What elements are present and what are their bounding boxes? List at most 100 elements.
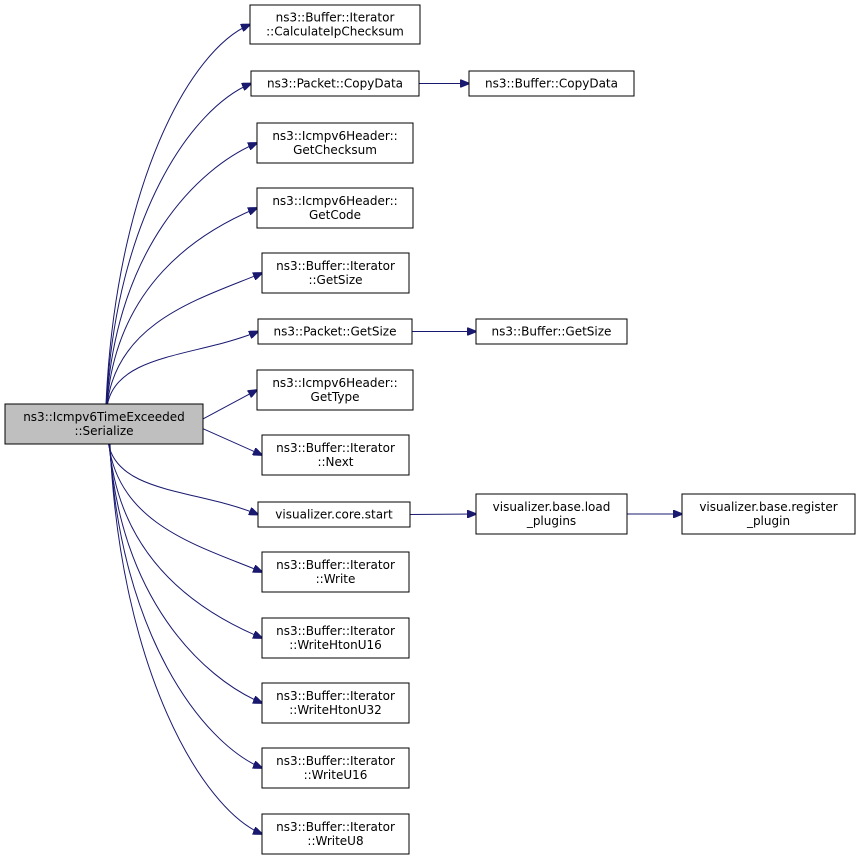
node-box [257, 318, 413, 345]
node-box [261, 252, 410, 294]
node-box [475, 493, 628, 535]
edge-root-to-packet_getsize [107, 332, 258, 405]
node-iter-write-hton-u16[interactable]: ns3::Buffer::Iterator::WriteHtonU16 [261, 617, 410, 659]
edge-viz_core_start-to-viz_load_plugins [409, 514, 476, 515]
edge-line [107, 332, 258, 405]
node-buffer-getsize[interactable]: ns3::Buffer::GetSize [475, 318, 628, 345]
edge-line [109, 443, 262, 768]
edge-root-to-iter_next [202, 428, 262, 455]
edge-line [105, 25, 250, 405]
node-box [250, 70, 420, 97]
edge-line [108, 443, 262, 638]
edge-root-to-iter_write_u8 [109, 443, 262, 834]
edge-line [108, 443, 262, 703]
node-label-line: ns3::Buffer::Iterator [276, 441, 395, 455]
edge-line [202, 390, 257, 420]
edge-line [202, 428, 262, 455]
edge-root-to-iter_write_hton_u16 [108, 443, 262, 638]
edge-root-to-get_checksum [106, 143, 257, 405]
node-label-line: ns3::Buffer::Iterator [276, 11, 395, 25]
edge-root-to-get_code [106, 208, 257, 405]
node-label-line: _plugin [746, 514, 790, 528]
node-iter-getsize[interactable]: ns3::Buffer::Iterator::GetSize [261, 252, 410, 294]
node-label-line: GetChecksum [293, 143, 377, 157]
node-iter-write[interactable]: ns3::Buffer::Iterator::Write [261, 551, 410, 593]
node-calc-ip-checksum[interactable]: ns3::Buffer::Iterator::CalculateIpChecks… [249, 4, 421, 45]
edge-line [409, 514, 476, 515]
edge-line [106, 143, 257, 405]
node-iter-write-u8[interactable]: ns3::Buffer::Iterator::WriteU8 [261, 813, 410, 855]
node-box [257, 501, 411, 528]
node-label-line: ::WriteHtonU16 [289, 638, 382, 652]
edge-root-to-iter_write_hton_u32 [108, 443, 262, 703]
node-get-checksum[interactable]: ns3::Icmpv6Header::GetChecksum [256, 122, 414, 164]
node-label-line: _plugins [526, 514, 576, 528]
edge-line [109, 443, 262, 834]
edge-root-to-packet_copydata [105, 84, 251, 405]
node-label-line: ns3::Buffer::GetSize [492, 325, 612, 339]
node-label-line: ns3::Icmpv6TimeExceeded [23, 410, 185, 424]
node-get-type[interactable]: ns3::Icmpv6Header::GetType [256, 369, 414, 411]
node-box [261, 551, 410, 593]
edge-line [106, 273, 262, 405]
node-box [249, 4, 421, 45]
node-label-line: ::WriteU8 [307, 834, 363, 848]
node-box [256, 122, 414, 164]
node-viz-core-start[interactable]: visualizer.core.start [257, 501, 411, 528]
edge-root-to-iter_write [108, 443, 262, 572]
node-label-line: ns3::Buffer::Iterator [276, 558, 395, 572]
node-box [261, 747, 410, 789]
node-label-line: GetType [311, 390, 360, 404]
edge-root-to-iter_getsize [106, 273, 262, 405]
node-label-line: ::WriteU16 [304, 768, 368, 782]
node-label-line: GetCode [309, 208, 361, 222]
node-label-line: ns3::Packet::GetSize [274, 325, 397, 339]
edge-line [106, 208, 257, 405]
edge-root-to-get_type [202, 390, 257, 420]
node-label-line: ns3::Packet::CopyData [267, 77, 403, 91]
node-label-line: ns3::Buffer::Iterator [276, 624, 395, 638]
node-label-line: ::Write [316, 572, 356, 586]
node-box [681, 493, 856, 535]
node-box [468, 70, 635, 97]
edge-root-to-iter_write_u16 [109, 443, 262, 768]
node-viz-register-plugin[interactable]: visualizer.base.register_plugin [681, 493, 856, 535]
node-label-line: ::GetSize [308, 273, 362, 287]
node-box [261, 682, 410, 724]
node-label-line: ::Next [317, 455, 353, 469]
node-root: ns3::Icmpv6TimeExceeded::Serialize [4, 403, 204, 445]
node-box [4, 403, 204, 445]
node-get-code[interactable]: ns3::Icmpv6Header::GetCode [256, 187, 414, 229]
node-label-line: visualizer.base.load [493, 500, 611, 514]
node-label-line: ns3::Icmpv6Header:: [272, 376, 397, 390]
node-label-line: ns3::Buffer::Iterator [276, 259, 395, 273]
edge-line [107, 443, 258, 515]
edge-line [108, 443, 262, 572]
node-packet-getsize[interactable]: ns3::Packet::GetSize [257, 318, 413, 345]
node-box [261, 617, 410, 659]
node-viz-load-plugins[interactable]: visualizer.base.load_plugins [475, 493, 628, 535]
node-box [256, 369, 414, 411]
node-label-line: ::WriteHtonU32 [289, 703, 382, 717]
node-iter-write-u16[interactable]: ns3::Buffer::Iterator::WriteU16 [261, 747, 410, 789]
node-iter-next[interactable]: ns3::Buffer::Iterator::Next [261, 434, 410, 476]
node-box [261, 813, 410, 855]
node-label-line: ns3::Buffer::CopyData [485, 77, 618, 91]
node-label-line: ns3::Buffer::Iterator [276, 689, 395, 703]
node-label-line: ns3::Buffer::Iterator [276, 754, 395, 768]
edge-root-to-viz_core_start [107, 443, 258, 515]
node-buffer-copydata[interactable]: ns3::Buffer::CopyData [468, 70, 635, 97]
node-iter-write-hton-u32[interactable]: ns3::Buffer::Iterator::WriteHtonU32 [261, 682, 410, 724]
edge-line [105, 84, 251, 405]
node-box [261, 434, 410, 476]
node-label-line: ::CalculateIpChecksum [266, 25, 404, 39]
node-label-line: ns3::Icmpv6Header:: [272, 194, 397, 208]
node-box [475, 318, 628, 345]
node-packet-copydata[interactable]: ns3::Packet::CopyData [250, 70, 420, 97]
node-box [256, 187, 414, 229]
node-label-line: visualizer.base.register [699, 500, 837, 514]
edge-root-to-calc_ip_checksum [105, 25, 250, 405]
node-label-line: ns3::Icmpv6Header:: [272, 129, 397, 143]
node-label-line: ::Serialize [74, 424, 133, 438]
